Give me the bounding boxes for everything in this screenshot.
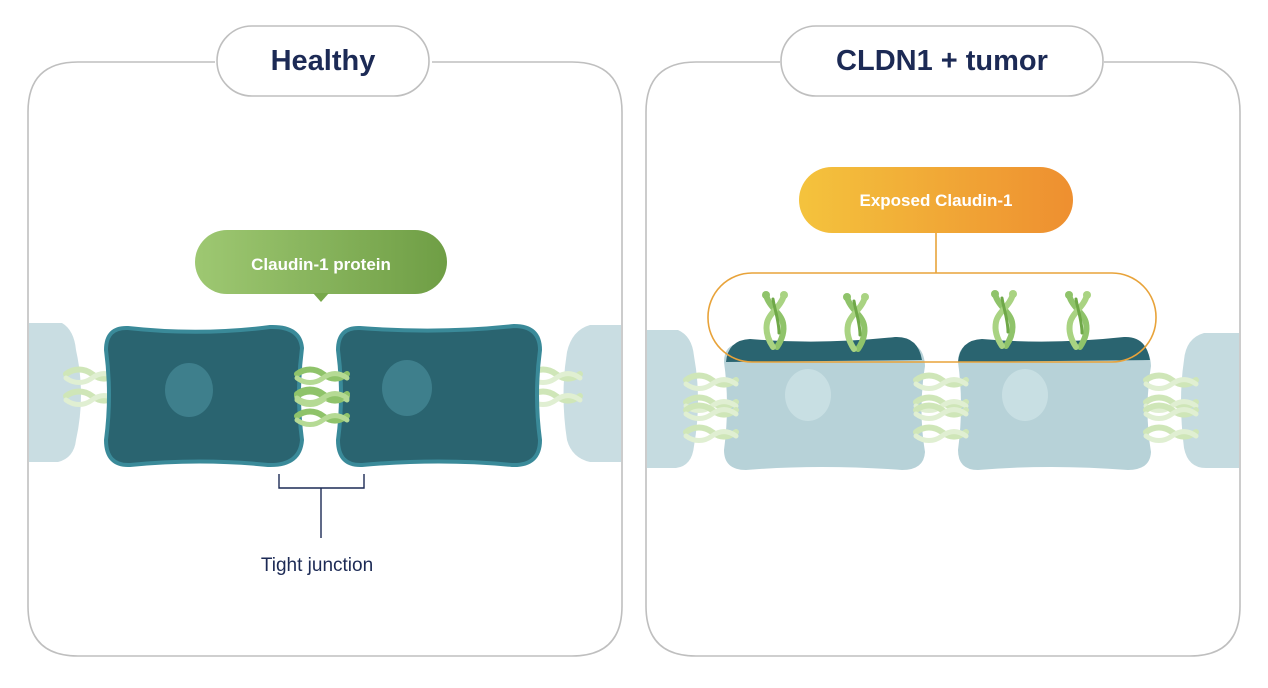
tumor-panel: CLDN1 + tumor Exposed Claudin-1 xyxy=(645,25,1241,657)
right-side-cell xyxy=(563,325,621,462)
healthy-title-pill xyxy=(216,25,430,97)
tumor-title-pill xyxy=(780,25,1104,97)
claudin-protein-callout: Claudin-1 protein xyxy=(195,230,447,302)
tumor-cell-right-apical xyxy=(958,336,1150,362)
exposed-claudin-protein xyxy=(991,290,1017,346)
tumor-title: CLDN1 + tumor xyxy=(836,45,1048,77)
exposed-claudin-protein xyxy=(762,291,788,347)
healthy-cell-right xyxy=(335,323,543,468)
left-side-cell xyxy=(29,323,81,462)
healthy-panel: Healthy Claudin-1 protein Tight junction xyxy=(27,25,623,657)
tumor-cell-right-nucleus xyxy=(1002,369,1048,421)
healthy-cell-right-nucleus xyxy=(382,360,432,416)
exposed-claudin-label: Exposed Claudin-1 xyxy=(859,191,1012,210)
healthy-panel-frame xyxy=(27,61,623,657)
healthy-cell-left-nucleus xyxy=(165,363,213,417)
tumor-panel-frame xyxy=(645,61,1241,657)
healthy-title: Healthy xyxy=(271,45,376,77)
tumor-cell-left-apical xyxy=(726,336,922,362)
exposed-claudin-protein xyxy=(1065,291,1091,347)
tight-junction-label: Tight junction xyxy=(261,555,373,576)
tight-junction-bracket xyxy=(278,474,365,538)
claudin-protein-label: Claudin-1 protein xyxy=(251,255,391,274)
tumor-cell-right xyxy=(958,342,1151,470)
exposed-claudin-callout: Exposed Claudin-1 xyxy=(799,167,1073,233)
exposed-surface-outline xyxy=(707,272,1157,363)
tumor-cell-left-nucleus xyxy=(785,369,831,421)
